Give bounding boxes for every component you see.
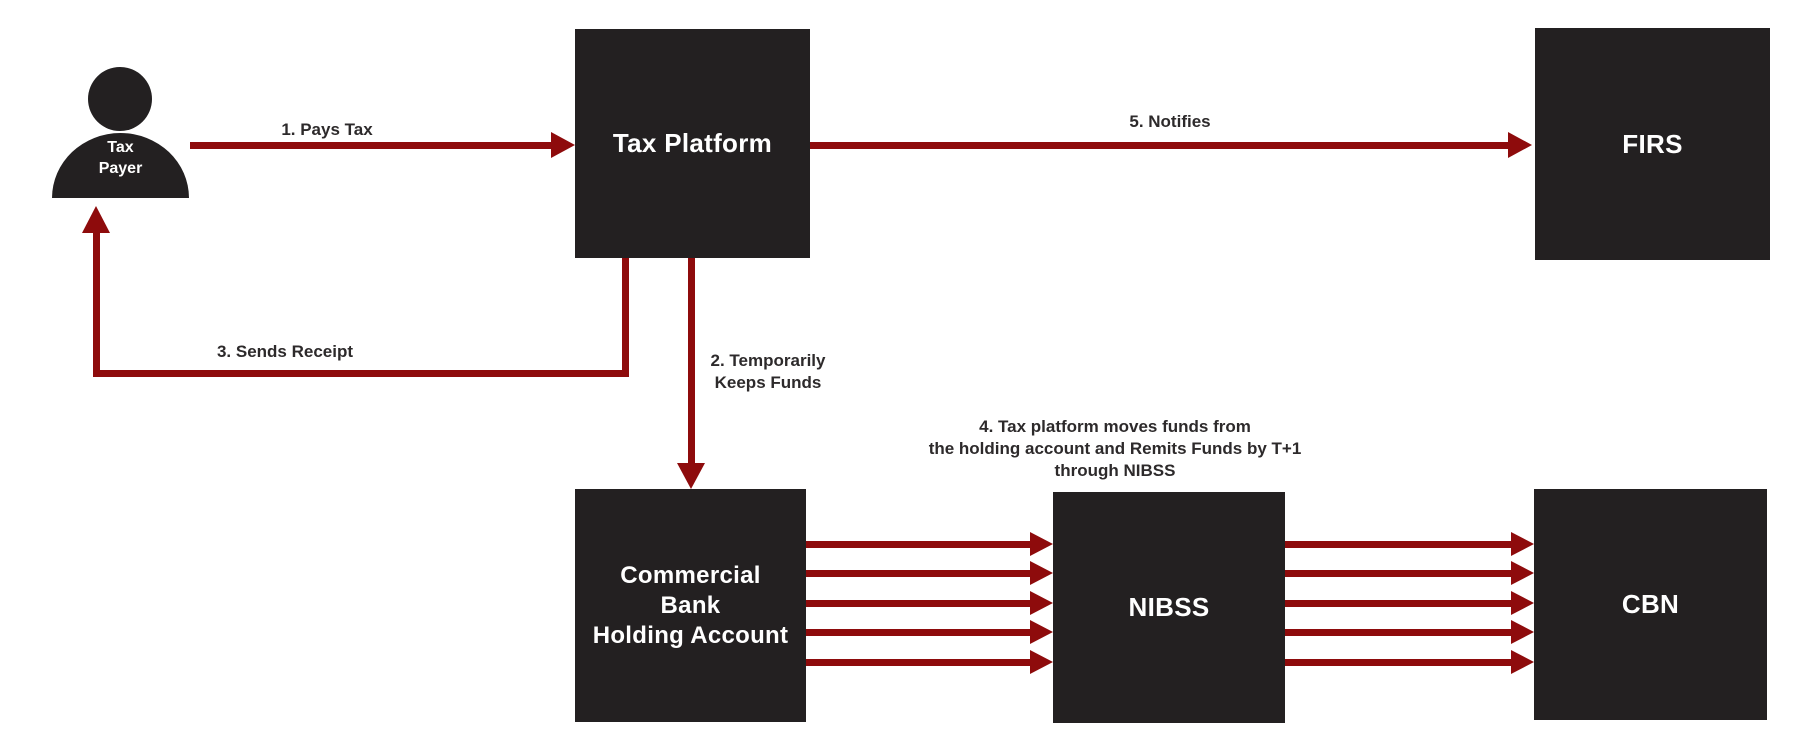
sends-receipt-arrow-segment-up — [93, 232, 100, 377]
fund-flow-right-arrowhead-icon — [1511, 620, 1534, 644]
remits-funds-label-line1: 4. Tax platform moves funds from — [979, 417, 1251, 436]
commercial-bank-holding-account-node: Commercial Bank Holding Account — [575, 489, 806, 722]
person-head-icon — [88, 67, 152, 131]
pays-tax-arrow-line — [190, 142, 551, 149]
tax-platform-label: Tax Platform — [612, 128, 773, 158]
fund-flow-left-arrow-line — [806, 570, 1030, 577]
fund-flow-right-arrowhead-icon — [1511, 650, 1534, 674]
keeps-funds-label-line2: Keeps Funds — [714, 373, 822, 392]
keeps-funds-arrow-line — [688, 258, 695, 464]
commercial-bank-label-line2: Bank — [660, 591, 721, 619]
keeps-funds-arrowhead-icon — [677, 463, 705, 489]
tax-payer-label-line1: Tax — [107, 139, 134, 156]
fund-flow-right-arrow-line — [1285, 570, 1512, 577]
nibss-label: NIBSS — [1128, 592, 1210, 622]
notifies-arrow-line — [810, 142, 1508, 149]
commercial-bank-label-line1: Commercial — [620, 561, 761, 589]
pays-tax-arrowhead-icon — [551, 132, 575, 158]
pays-tax-label: 1. Pays Tax — [281, 120, 373, 139]
remits-funds-label: 4. Tax platform moves funds from the hol… — [895, 416, 1335, 482]
fund-flow-right-arrow-line — [1285, 600, 1512, 607]
keeps-funds-label: 2. Temporarily Keeps Funds — [663, 350, 873, 394]
tax-platform-node: Tax Platform — [575, 29, 810, 258]
fund-flow-right-arrow-line — [1285, 541, 1512, 548]
fund-flow-left-arrow-line — [806, 600, 1030, 607]
sends-receipt-label: 3. Sends Receipt — [216, 342, 354, 361]
notifies-label: 5. Notifies — [1129, 112, 1211, 131]
fund-flow-left-arrow-line — [806, 541, 1030, 548]
fund-flow-left-arrowhead-icon — [1030, 561, 1053, 585]
sends-receipt-arrow-segment-across — [93, 370, 629, 377]
commercial-bank-label-line3: Holding Account — [592, 621, 789, 649]
fund-flow-left-arrowhead-icon — [1030, 532, 1053, 556]
fund-flow-left-arrowhead-icon — [1030, 620, 1053, 644]
cbn-label: CBN — [1621, 589, 1680, 619]
fund-flow-left-arrowhead-icon — [1030, 650, 1053, 674]
fund-flow-right-arrowhead-icon — [1511, 532, 1534, 556]
fund-flow-right-arrowhead-icon — [1511, 591, 1534, 615]
sends-receipt-arrowhead-icon — [82, 206, 110, 233]
fund-flow-right-arrowhead-icon — [1511, 561, 1534, 585]
remits-funds-label-line3: through NIBSS — [1054, 461, 1176, 480]
cbn-node: CBN — [1534, 489, 1767, 720]
sends-receipt-arrow-segment-down — [622, 258, 629, 377]
firs-label: FIRS — [1622, 128, 1683, 159]
fund-flow-right-arrow-line — [1285, 659, 1512, 666]
fund-flow-left-arrowhead-icon — [1030, 591, 1053, 615]
fund-flow-left-arrow-line — [806, 659, 1030, 666]
nibss-node: NIBSS — [1053, 492, 1285, 723]
firs-node: FIRS — [1535, 28, 1770, 260]
tax-payer-label-line2: Payer — [98, 160, 143, 177]
fund-flow-left-arrow-line — [806, 629, 1030, 636]
notifies-arrowhead-icon — [1508, 132, 1532, 158]
fund-flow-right-arrow-line — [1285, 629, 1512, 636]
tax-payer-label: Tax Payer — [52, 137, 189, 179]
remits-funds-label-line2: the holding account and Remits Funds by … — [928, 439, 1302, 458]
keeps-funds-label-line1: 2. Temporarily — [710, 351, 826, 370]
